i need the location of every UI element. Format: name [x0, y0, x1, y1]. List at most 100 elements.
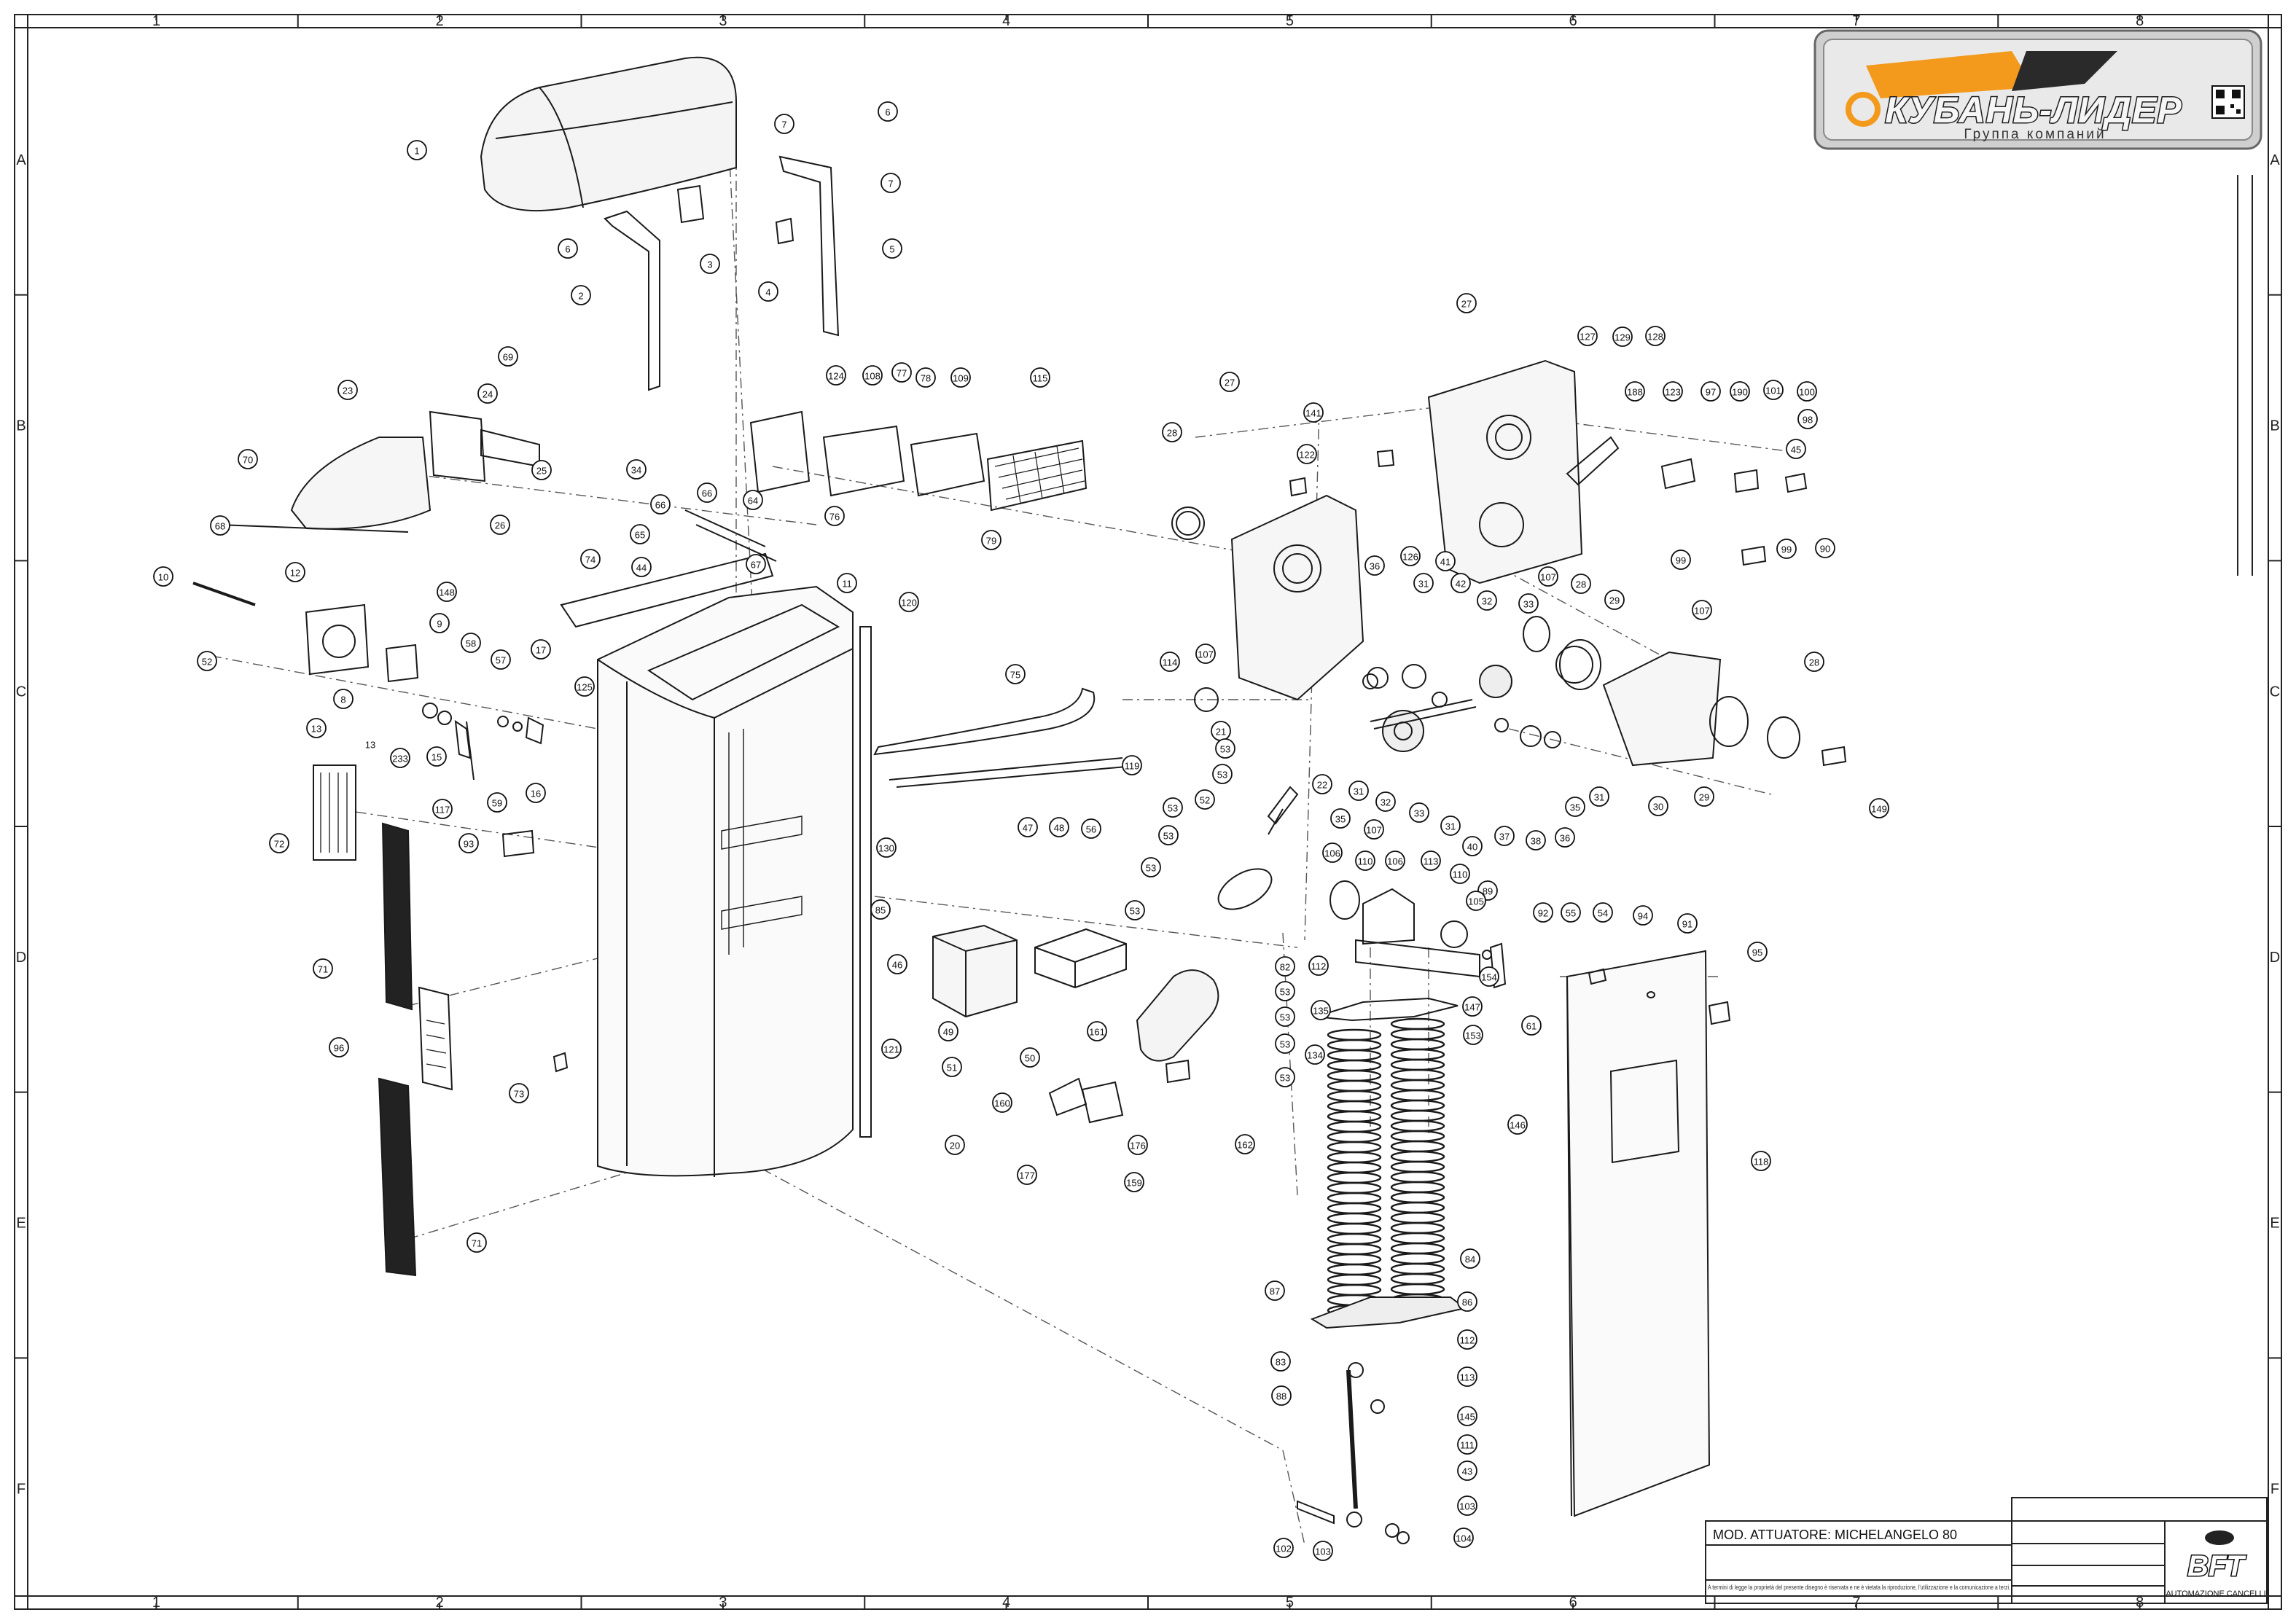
callout-circle: [238, 449, 258, 469]
callout-circle: [862, 365, 883, 386]
callout-number: 160: [994, 1098, 1010, 1109]
part-callout: 154: [1479, 966, 1499, 987]
callout-number: 74: [585, 555, 596, 566]
frame-column-label: 6: [1569, 13, 1577, 29]
callout-number: 53: [1146, 863, 1156, 874]
callout-circle: [390, 748, 410, 768]
callout-number: 31: [1445, 821, 1456, 832]
callout-circle: [1507, 1114, 1528, 1135]
callout-number: 134: [1307, 1050, 1323, 1061]
spring-coils: [1327, 1017, 1445, 1317]
part-callout: 141: [1303, 402, 1324, 423]
part-callout: 110: [1450, 864, 1470, 884]
part-callout: 96: [329, 1037, 349, 1057]
part-callout: 100: [1797, 381, 1817, 402]
callout-number: 126: [1402, 552, 1418, 563]
callout-circle: [887, 954, 907, 974]
callout-number: 111: [1460, 1440, 1475, 1451]
part-callout: 53: [1125, 900, 1145, 920]
callout-circle: [1577, 326, 1598, 346]
part-callout: 115: [1030, 367, 1050, 388]
callout-number: 59: [492, 798, 502, 809]
callout-circle: [870, 899, 891, 920]
callout-circle: [1122, 755, 1142, 775]
part-callout: 190: [1730, 381, 1750, 402]
callout-circle: [1555, 827, 1575, 848]
part-callout: 87: [1265, 1280, 1285, 1301]
part-callout: 34: [626, 459, 647, 480]
part-callout: 46: [887, 954, 907, 974]
callout-number: 103: [1315, 1546, 1331, 1557]
callout-number: 7: [888, 179, 893, 189]
part-callout: 71: [466, 1232, 487, 1253]
part-label: 13: [365, 740, 375, 751]
callout-circle: [945, 1135, 965, 1155]
title-block-legal-note: A termini di legge la proprietà del pres…: [1708, 1584, 2010, 1591]
callout-number: 97: [1706, 387, 1716, 398]
part-callout: 15: [426, 746, 447, 767]
part-callout: 125: [574, 676, 595, 697]
callout-number: 107: [1694, 606, 1710, 617]
callout-number: 190: [1732, 387, 1748, 398]
callout-circle: [758, 281, 778, 302]
callout-circle: [1456, 293, 1477, 313]
part-callout: 159: [1124, 1172, 1144, 1192]
part-callout: 113: [1421, 850, 1441, 871]
callout-circle: [1440, 816, 1461, 836]
callout-number: 5: [889, 244, 894, 255]
part-callout: 52: [1195, 789, 1215, 810]
part-callout: 109: [950, 367, 971, 388]
callout-circle: [1081, 818, 1101, 839]
part-callout: 188: [1625, 381, 1645, 402]
callout-circle: [1747, 942, 1768, 962]
part-callout: 74: [580, 549, 601, 569]
part-callout: 76: [824, 506, 845, 526]
callout-circle: [1457, 1434, 1477, 1455]
frame-column-label: 5: [1286, 1595, 1294, 1611]
callout-circle: [1804, 652, 1824, 672]
title-block: [1705, 1497, 2268, 1604]
callout-circle: [1457, 1406, 1477, 1426]
part-callout: 90: [1815, 538, 1835, 558]
callout-number: 115: [1033, 373, 1048, 384]
part-callout: 124: [826, 365, 846, 386]
part-callout: 30: [1648, 796, 1668, 816]
callout-circle: [1313, 1541, 1333, 1561]
callout-number: 8: [340, 695, 345, 705]
callout-number: 23: [343, 386, 353, 396]
callout-circle: [1633, 905, 1653, 926]
callout-number: 9: [437, 619, 442, 630]
callout-number: 48: [1054, 823, 1064, 834]
callout-number: 51: [947, 1063, 957, 1073]
frame-row-label: D: [16, 950, 26, 966]
callout-circle: [1271, 1385, 1292, 1406]
logo-swoosh: [1866, 51, 2034, 98]
part-callout: 7: [880, 173, 901, 193]
callout-number: 188: [1627, 387, 1643, 398]
part-callout: 27: [1219, 372, 1240, 392]
part-callout: 45: [1786, 439, 1806, 459]
callout-number: 68: [215, 521, 225, 532]
callout-circle: [1413, 573, 1434, 593]
part-callout: 128: [1645, 326, 1666, 346]
company-logo: КУБАНЬ-ЛИДЕР Группа компаний: [1813, 29, 2262, 150]
callout-number: 148: [439, 587, 455, 598]
callout-circle: [1275, 981, 1295, 1001]
callout-circle: [1625, 381, 1645, 402]
callout-number: 114: [1163, 657, 1178, 668]
callout-number: 71: [318, 964, 328, 975]
callout-circle: [1275, 1033, 1295, 1054]
callout-circle: [1087, 1021, 1107, 1041]
callout-circle: [630, 524, 650, 544]
part-callout: 123: [1663, 381, 1683, 402]
callout-circle: [1303, 402, 1324, 423]
frame-row-label: C: [16, 684, 26, 700]
callout-number: 27: [1461, 299, 1472, 310]
part-callout: 40: [1462, 836, 1483, 856]
callout-circle: [1158, 825, 1179, 845]
callout-circle: [1018, 817, 1038, 837]
callout-circle: [938, 1021, 958, 1041]
callout-number: 29: [1609, 595, 1620, 606]
callout-number: 112: [1460, 1335, 1475, 1346]
frame-row-label: E: [2270, 1216, 2279, 1232]
